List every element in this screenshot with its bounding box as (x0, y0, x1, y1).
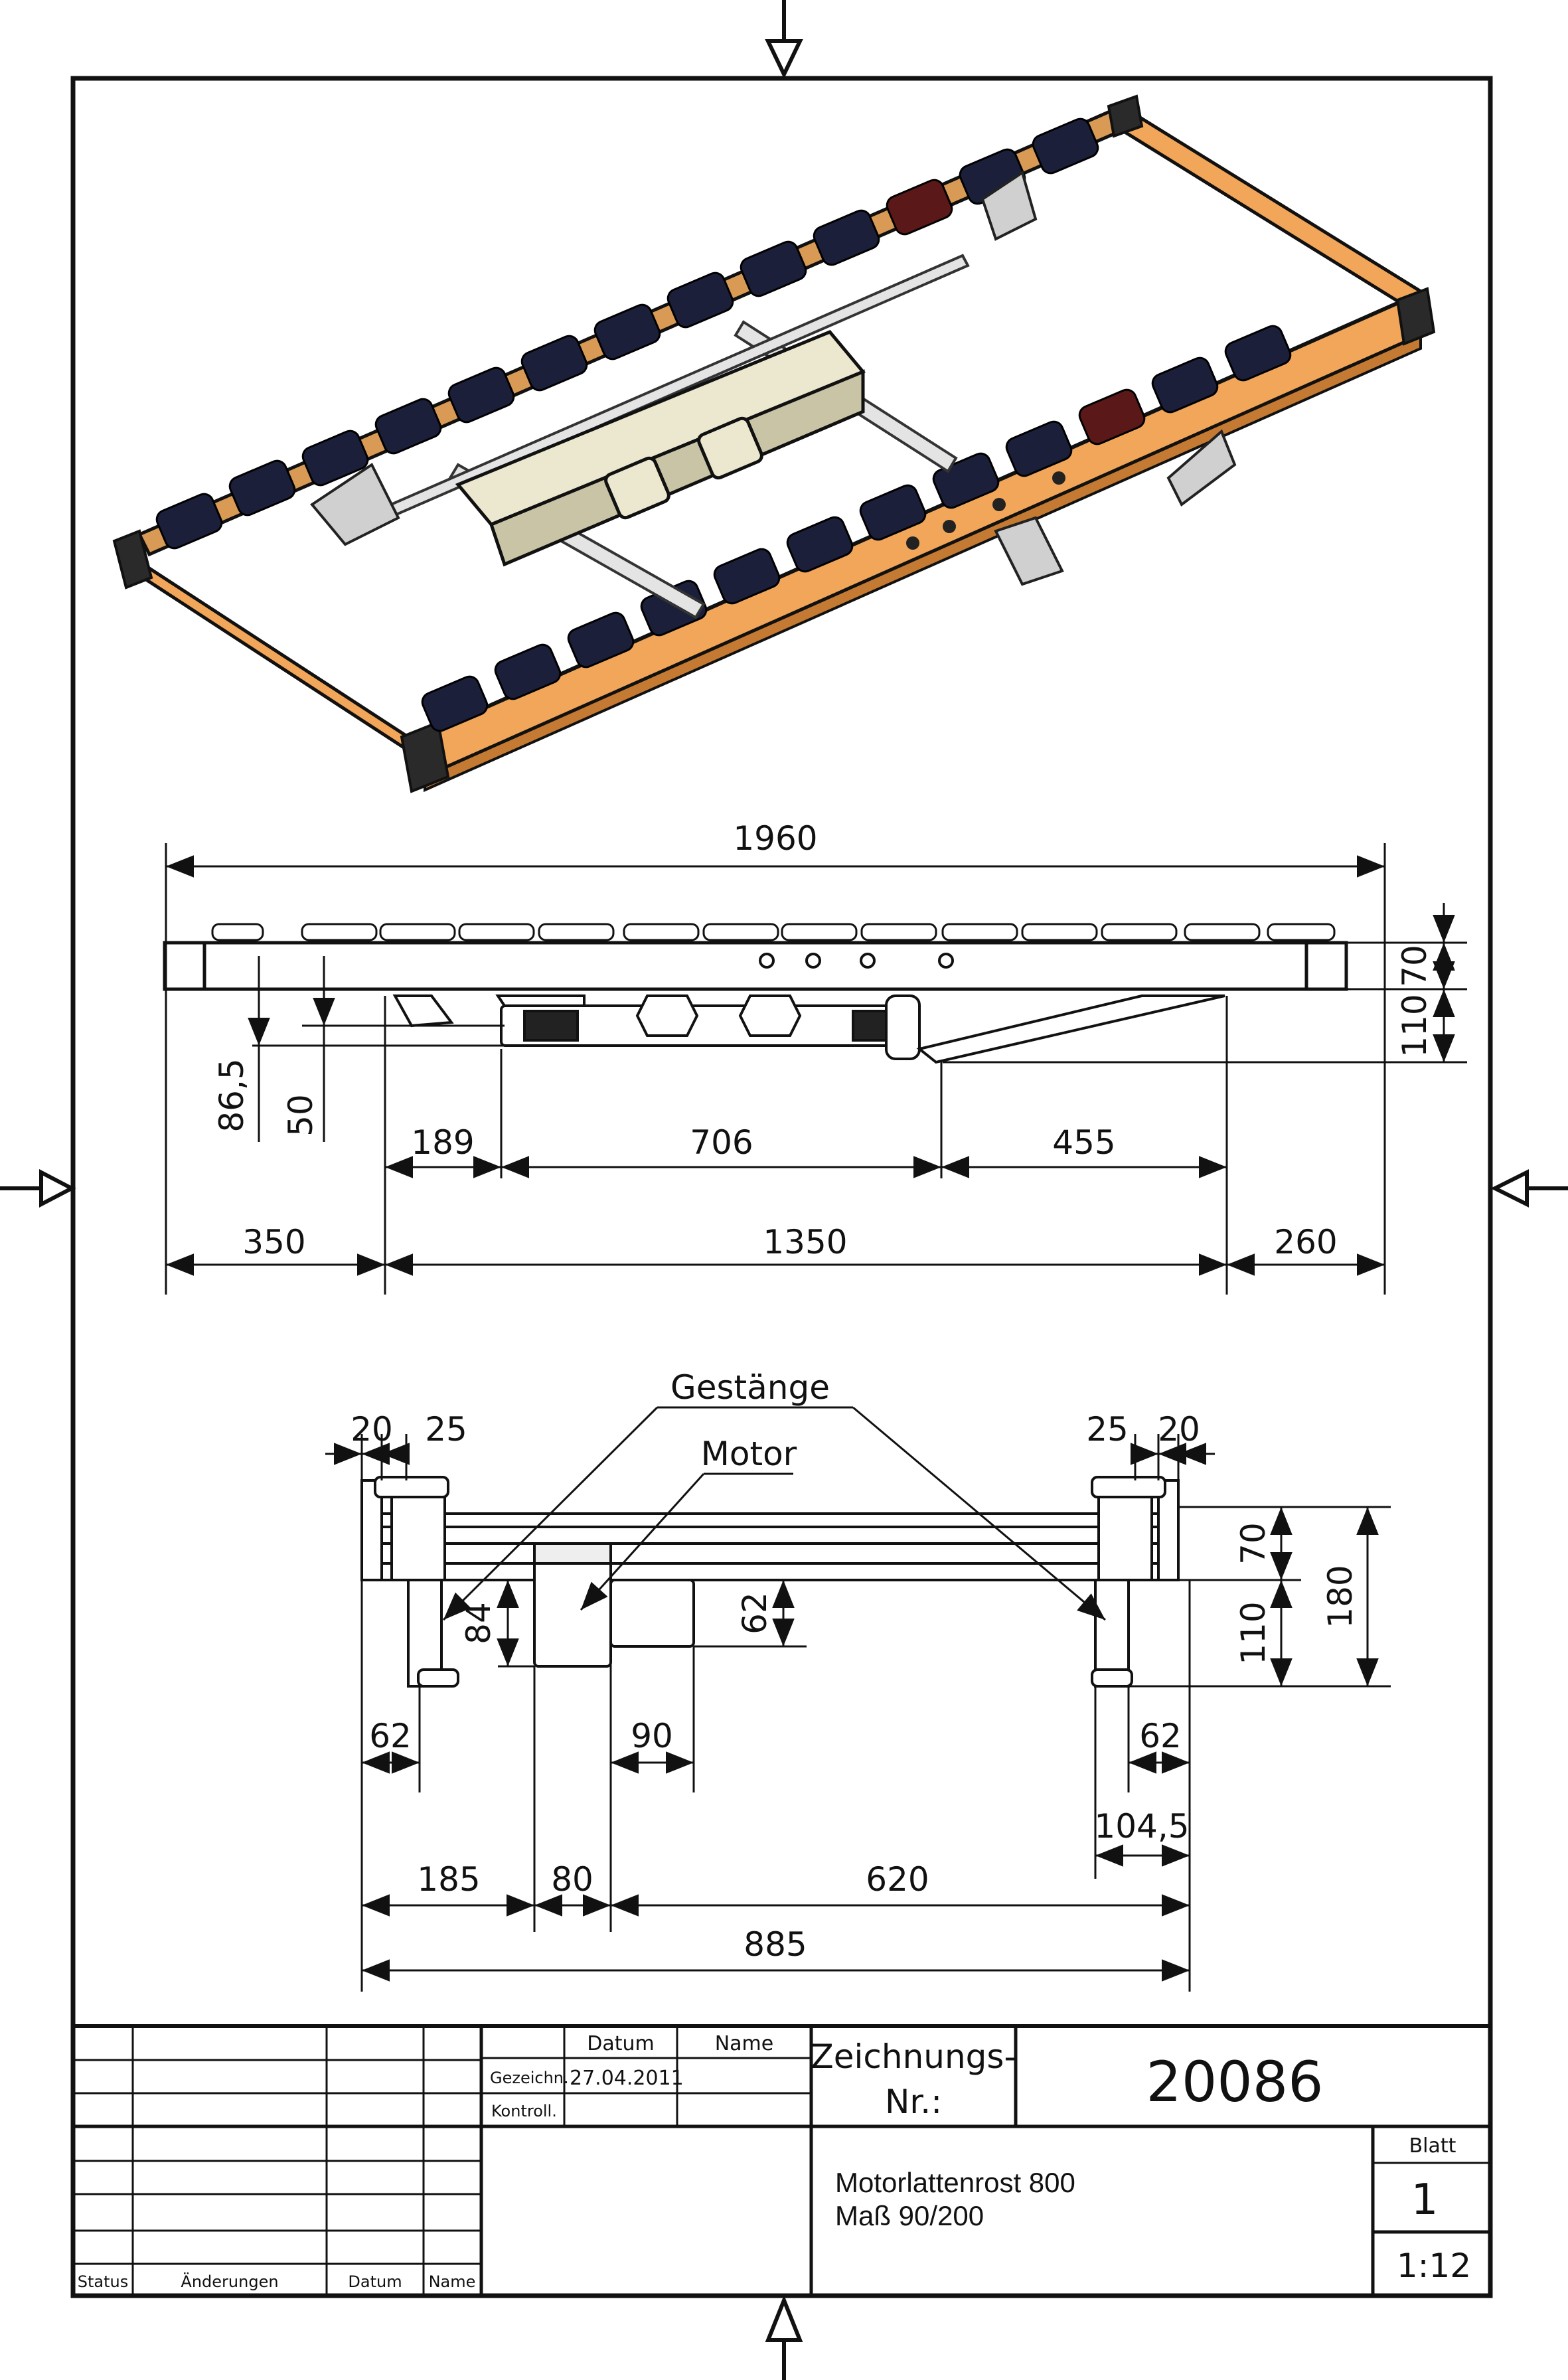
tb-zeichnungs-label-1: Zeichnungs- (811, 2037, 1016, 2076)
dim-260: 260 (1274, 1223, 1337, 1261)
front-view-dimensions: Gestänge Motor 20 25 25 20 70 110 180 84… (351, 1368, 1360, 1964)
side-view (163, 923, 1348, 1064)
dim-right-25: 25 (1086, 1410, 1129, 1449)
tb-blatt-value: 1 (1411, 2176, 1439, 2225)
dim-110: 110 (1395, 994, 1434, 1057)
dim-84: 84 (459, 1602, 498, 1644)
tb-name-header: Name (715, 2032, 774, 2055)
front-view (360, 1476, 1180, 1688)
rail-holes (906, 471, 1065, 550)
tb-scale: 1:12 (1397, 2247, 1471, 2285)
dim-185: 185 (417, 1860, 480, 1899)
side-view-dimensions: 1960 189 706 455 350 1350 260 70 110 86,… (212, 819, 1434, 1261)
dim-70: 70 (1395, 945, 1434, 987)
slats-back-row (155, 118, 1099, 550)
tb-title-line-1: Motorlattenrost 800 (835, 2167, 1075, 2198)
slats-front-row (421, 325, 1292, 732)
isometric-view (112, 94, 1436, 793)
dim-right-20: 20 (1158, 1410, 1200, 1449)
label-motor: Motor (701, 1435, 797, 1473)
dim-1960: 1960 (733, 819, 817, 858)
dim-62-left: 62 (369, 1717, 412, 1755)
side-slats (211, 923, 1336, 941)
label-gestaenge: Gestänge (670, 1368, 830, 1407)
dim-left-20: 20 (351, 1410, 393, 1449)
title-block (73, 2024, 1490, 2296)
dim-62-right: 62 (1139, 1717, 1182, 1755)
tb-kontroll: Kontroll. (491, 2102, 557, 2120)
motor-iso (455, 329, 866, 567)
tb-datum-header: Datum (587, 2032, 654, 2055)
tb-status: Status (78, 2272, 128, 2291)
dim-80: 80 (551, 1860, 593, 1899)
dim-1350: 1350 (763, 1223, 847, 1261)
dim-189: 189 (411, 1123, 474, 1162)
linkage-arms (310, 170, 1237, 586)
side-under-frame (392, 994, 1225, 1064)
dim-50: 50 (281, 1094, 320, 1137)
tb-blatt-label: Blatt (1409, 2134, 1456, 2158)
tb-gezeichn: Gezeichn. (490, 2069, 569, 2087)
dim-62-vertical: 62 (736, 1592, 774, 1634)
tb-datum: Datum (348, 2272, 402, 2291)
title-block-text: Datum Name Gezeichn. 27.04.2011 Kontroll… (78, 2032, 1471, 2291)
dim-706: 706 (690, 1123, 753, 1162)
dim-front-180: 180 (1321, 1565, 1360, 1628)
dim-left-25: 25 (425, 1410, 467, 1449)
tb-title-line-2: Maß 90/200 (835, 2200, 984, 2231)
side-view-dimension-lines (165, 843, 1467, 1295)
tb-zeichnungs-label-2: Nr.: (885, 2083, 942, 2121)
dim-104-5: 104,5 (1094, 1807, 1189, 1846)
dim-885: 885 (744, 1925, 807, 1964)
dim-86-5: 86,5 (212, 1058, 251, 1132)
tb-aenderungen: Änderungen (181, 2272, 278, 2291)
drawing-number: 20086 (1146, 2049, 1323, 2114)
dim-front-110: 110 (1234, 1601, 1273, 1664)
tb-gezeichn-date: 27.04.2011 (570, 2067, 684, 2090)
dim-90: 90 (631, 1717, 673, 1755)
front-view-dimension-lines (325, 1406, 1391, 1992)
dim-620: 620 (866, 1860, 929, 1899)
dim-455: 455 (1052, 1123, 1115, 1162)
dim-350: 350 (242, 1223, 305, 1261)
tb-name: Name (429, 2272, 476, 2291)
dim-front-70: 70 (1234, 1522, 1273, 1565)
